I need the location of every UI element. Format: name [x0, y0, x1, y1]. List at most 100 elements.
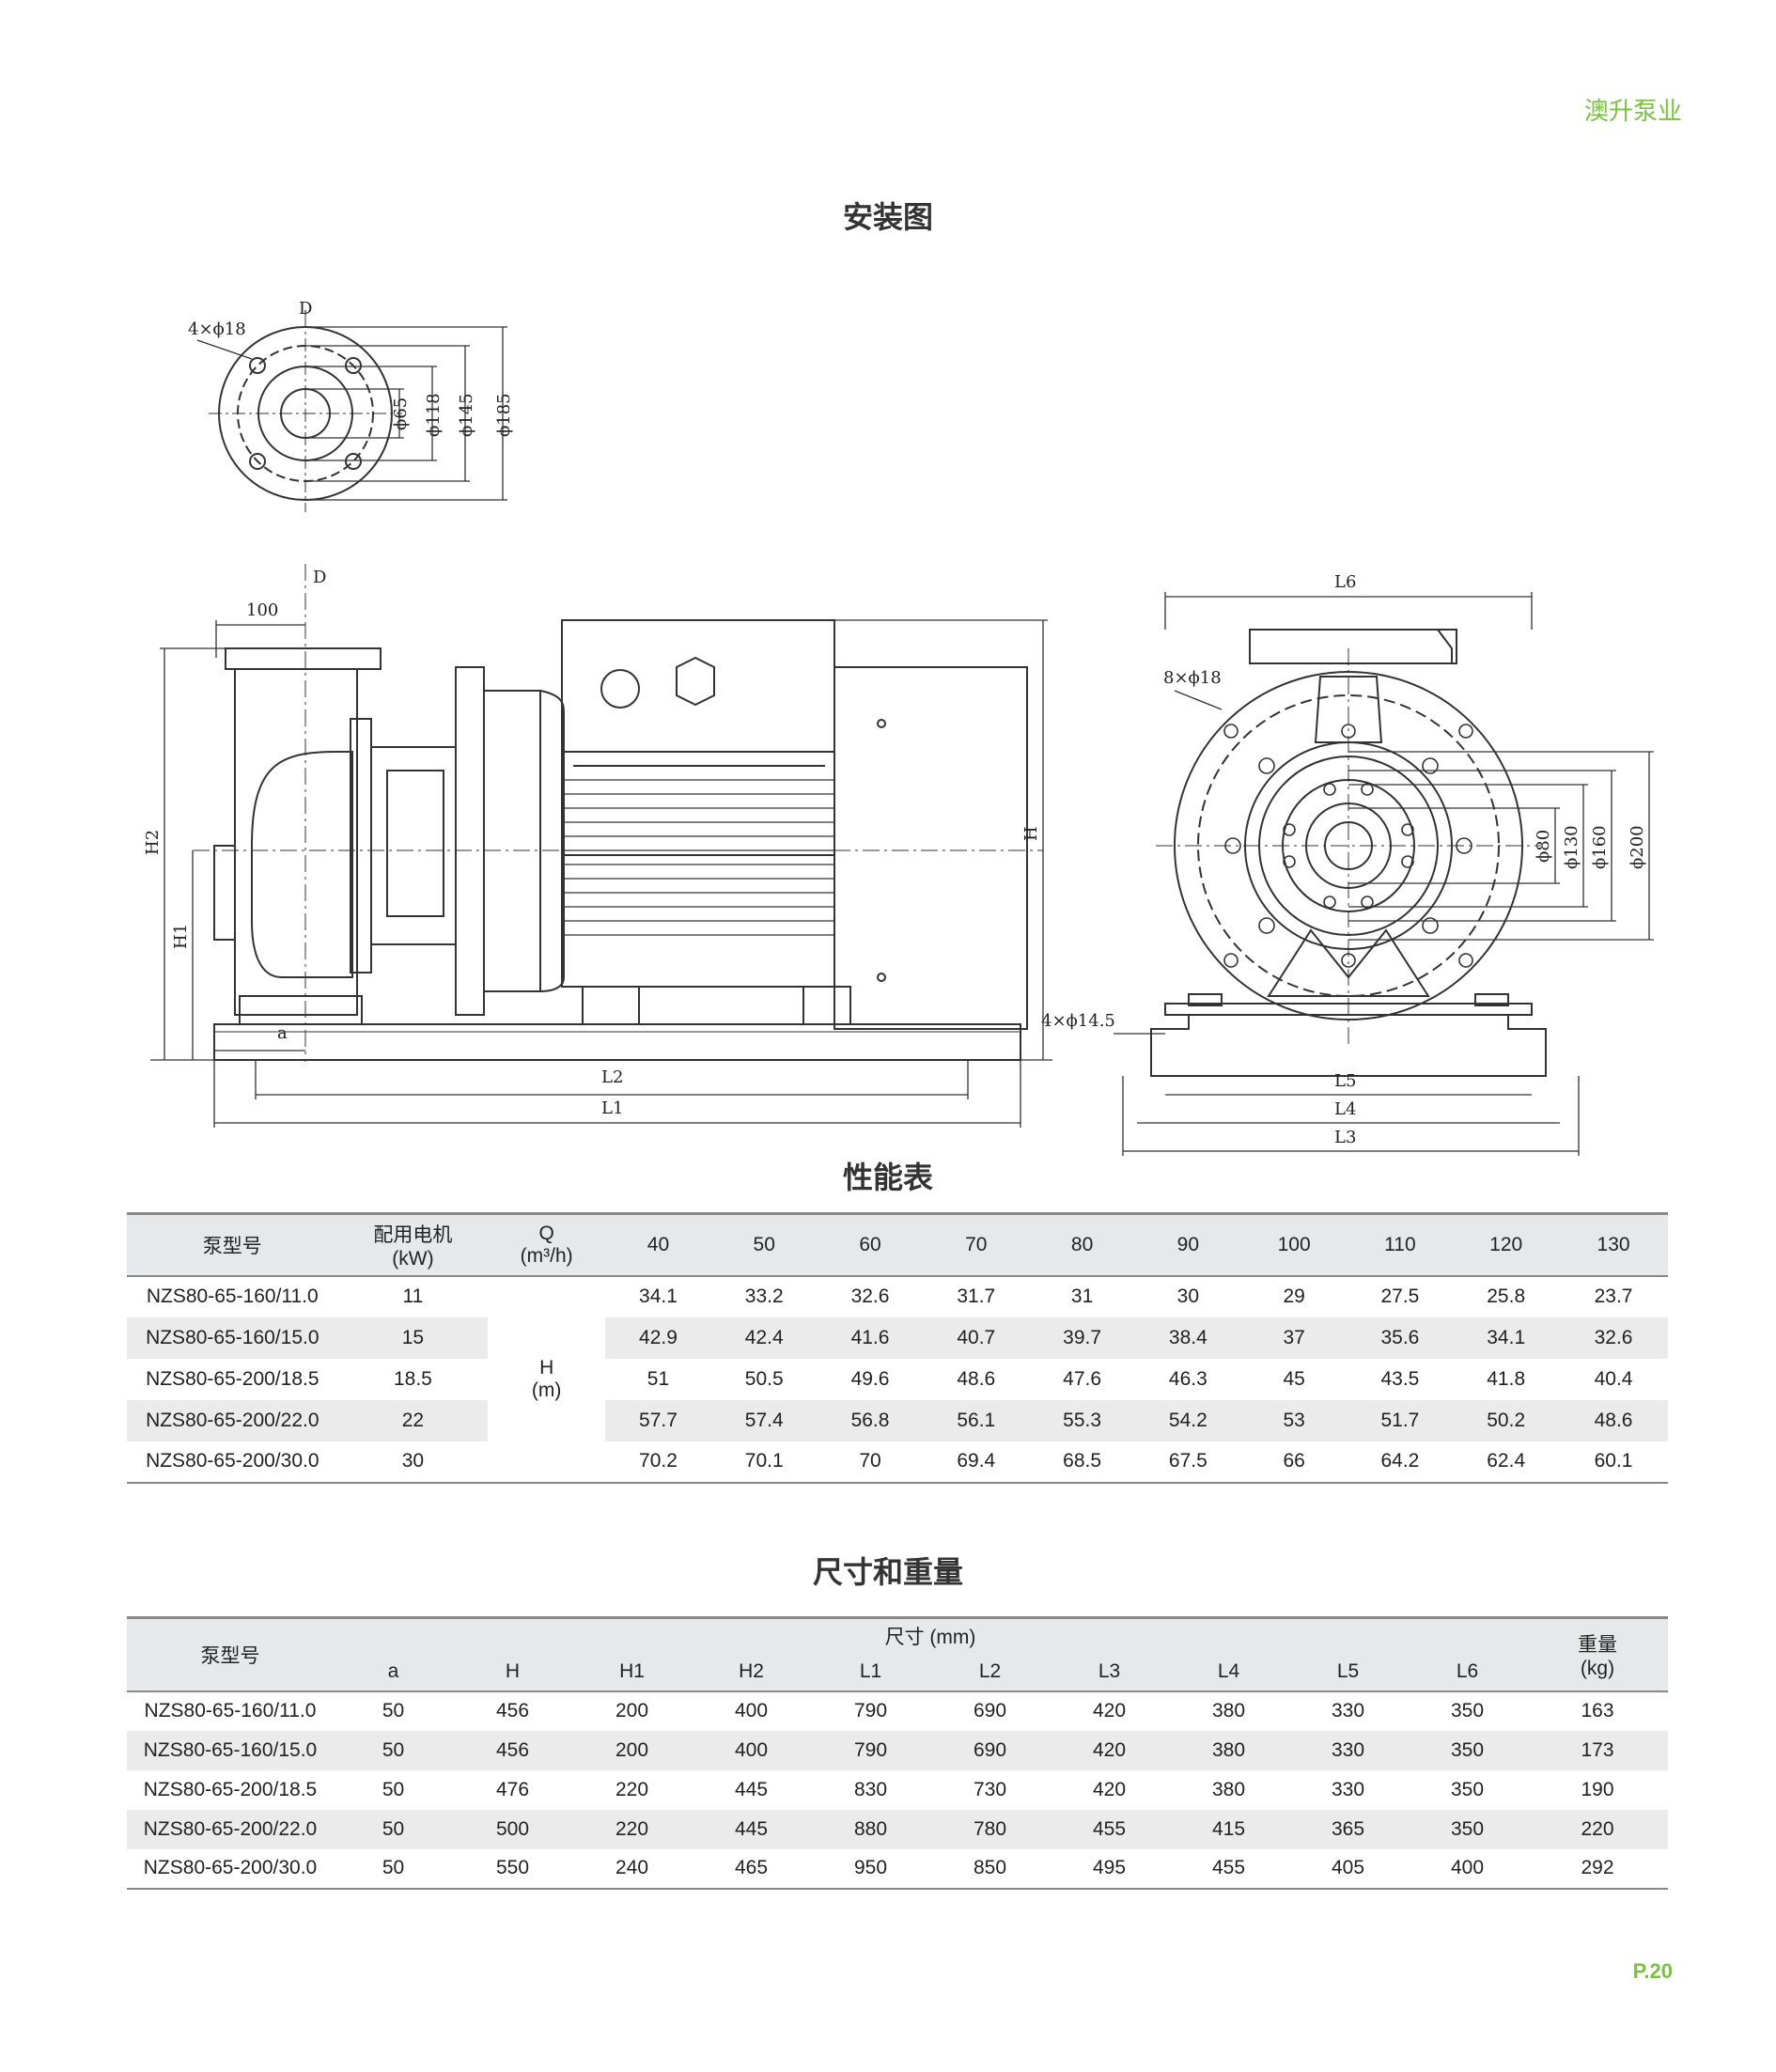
table-cell: 380 [1211, 1738, 1246, 1761]
table-cell: 445 [734, 1778, 769, 1800]
l5-label: L5 [1334, 1071, 1356, 1091]
table-cell: 69.4 [957, 1450, 996, 1472]
table-cell: 200 [615, 1738, 649, 1761]
table-cell: 350 [1450, 1778, 1485, 1800]
table-cell: 350 [1450, 1738, 1485, 1761]
phi145-label: ϕ145 [457, 393, 476, 437]
table-cell: 30 [1176, 1285, 1200, 1307]
header-text: 重量 [1578, 1633, 1617, 1656]
table-cell: 67.5 [1168, 1450, 1207, 1472]
dimensions-table-title: 尺寸和重量 [812, 1554, 963, 1590]
table-cell: 68.5 [1063, 1450, 1102, 1472]
header-col: a [387, 1660, 399, 1682]
table-cell: 37 [1240, 1316, 1348, 1359]
table-cell: 57.7 [605, 1399, 711, 1441]
table-cell: 405 [1331, 1857, 1365, 1878]
table-cell: 420 [1092, 1778, 1127, 1800]
table-cell: 70 [859, 1450, 881, 1472]
table-cell: NZS80-65-200/18.5 [143, 1778, 318, 1800]
table-cell: NZS80-65-160/11.0 [144, 1700, 317, 1721]
header-flow: 110 [1384, 1233, 1416, 1255]
table-cell: 190 [1581, 1778, 1614, 1800]
table-cell: 445 [734, 1817, 769, 1840]
header-text: 尺寸 (mm) [884, 1627, 976, 1649]
table-cell: NZS80-65-160/15.0 [143, 1738, 318, 1761]
table-cell: NZS80-65-200/30.0 [146, 1450, 319, 1472]
table-cell: 62.4 [1487, 1450, 1526, 1472]
table-cell: 330 [1331, 1700, 1365, 1721]
header-size-group: 尺寸 (mm) [334, 1618, 1527, 1654]
table-cell: 400 [734, 1738, 769, 1761]
table-cell: 40.7 [923, 1316, 1030, 1359]
table-cell: 23.7 [1594, 1285, 1633, 1307]
table-cell: NZS80-65-200/22.0 [127, 1399, 338, 1441]
table-cell: 455 [1211, 1857, 1246, 1878]
l4-label: L4 [1334, 1099, 1356, 1119]
table-cell: 690 [973, 1738, 1007, 1761]
head-label: H(m) [488, 1276, 605, 1483]
table-cell: 31 [1070, 1285, 1094, 1307]
table-cell: 220 [1581, 1817, 1614, 1840]
performance-table-title: 性能表 [842, 1160, 933, 1195]
pump-side-view [150, 564, 1052, 1128]
table-cell: 66 [1283, 1450, 1305, 1472]
phi185-label: ϕ185 [494, 393, 514, 437]
table-cell: 32.6 [850, 1285, 890, 1307]
header-flow: 40 [647, 1233, 670, 1255]
performance-table: 泵型号 配用电机(kW) Q(m³/h) 40 50 60 70 80 90 1… [127, 1212, 1668, 1484]
header-col: L2 [978, 1660, 1002, 1682]
l1-label: L1 [601, 1098, 623, 1118]
performance-header-row: 泵型号 配用电机(kW) Q(m³/h) 40 50 60 70 80 90 1… [127, 1213, 1668, 1276]
a-label: a [277, 1023, 288, 1043]
header-flow: 100 [1277, 1233, 1311, 1255]
flange-holes-label: 4×ϕ18 [188, 319, 246, 339]
table-cell: 51 [647, 1367, 670, 1390]
header-text: (m³/h) [520, 1244, 573, 1267]
header-text: H [539, 1356, 554, 1379]
table-cell: 51.7 [1347, 1399, 1454, 1441]
table-cell: 415 [1211, 1817, 1246, 1840]
table-cell: 400 [734, 1700, 769, 1721]
table-cell: 850 [973, 1857, 1007, 1878]
table-cell: 70.2 [639, 1450, 678, 1472]
header-flow: 70 [965, 1233, 988, 1255]
table-cell: 48.6 [1559, 1399, 1668, 1441]
flange-d-label: D [299, 299, 312, 319]
header-text: (kg) [1580, 1657, 1615, 1679]
table-cell: 690 [973, 1700, 1007, 1721]
table-cell: 64.2 [1380, 1450, 1420, 1472]
phi80-label: ϕ80 [1534, 830, 1553, 863]
dimensions-subheader-row: a H H1 H2 L1 L2 L3 L4 L5 L6 [127, 1654, 1668, 1691]
table-cell: 220 [615, 1778, 649, 1800]
table-cell: 495 [1092, 1857, 1127, 1878]
table-cell: 365 [1331, 1817, 1365, 1840]
header-col: H2 [739, 1660, 764, 1682]
table-cell: 57.4 [710, 1399, 818, 1441]
table-cell: 950 [853, 1857, 888, 1878]
table-cell: 420 [1092, 1700, 1127, 1721]
table-cell: 790 [853, 1700, 888, 1721]
header-col: L4 [1217, 1660, 1240, 1682]
header-flow: 120 [1489, 1233, 1523, 1255]
header-text: Q [538, 1222, 554, 1244]
phi65-label: ϕ65 [391, 397, 411, 430]
table-cell: 42.4 [710, 1316, 818, 1359]
header-flow: 90 [1176, 1233, 1200, 1255]
table-cell: 220 [615, 1817, 649, 1840]
l2-label: L2 [601, 1067, 623, 1087]
table-cell: 780 [973, 1817, 1007, 1840]
table-cell: 60.1 [1594, 1450, 1633, 1472]
table-cell: 25.8 [1487, 1285, 1526, 1307]
table-cell: 33.2 [744, 1285, 784, 1307]
table-cell: 47.6 [1063, 1367, 1102, 1390]
header-col: L1 [859, 1660, 882, 1682]
table-cell: 56.1 [923, 1399, 1030, 1441]
l6-label: L6 [1334, 572, 1356, 592]
page-number: P.20 [1632, 1959, 1673, 1983]
